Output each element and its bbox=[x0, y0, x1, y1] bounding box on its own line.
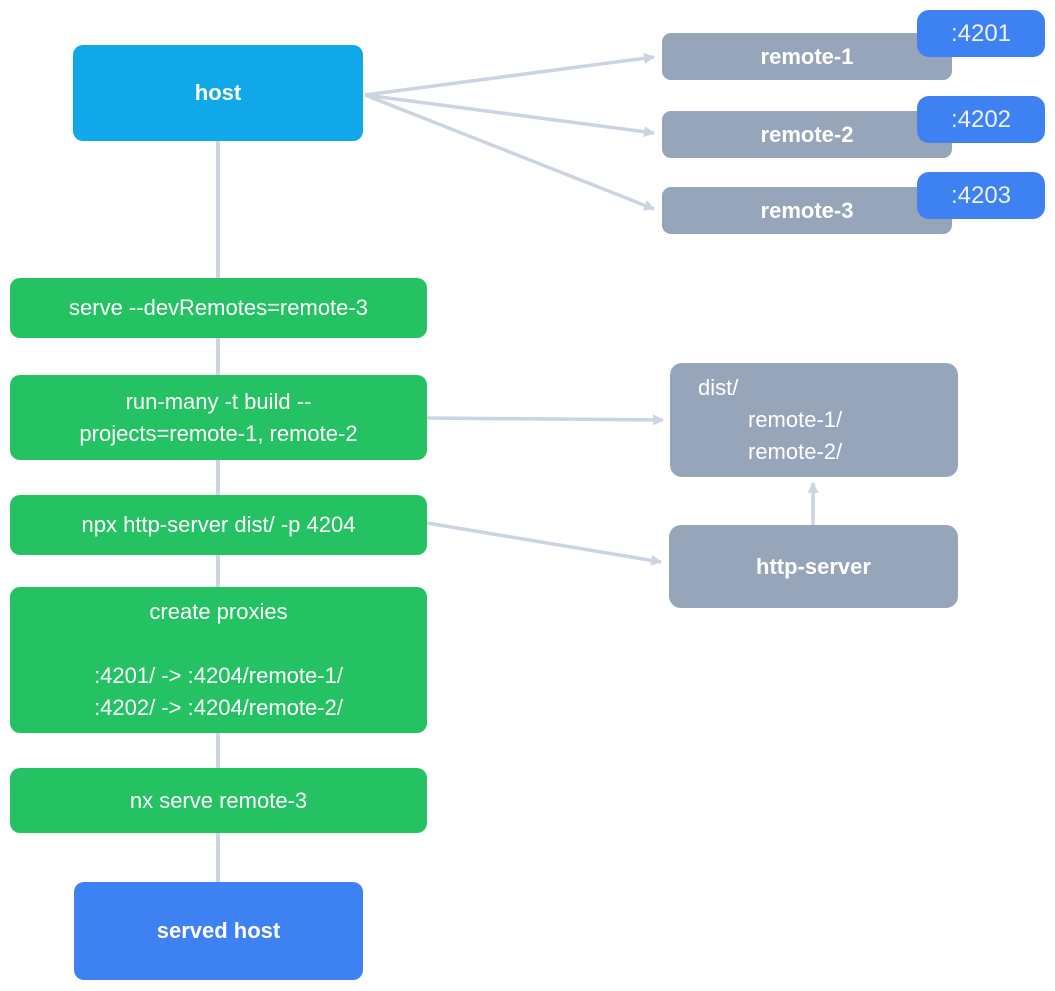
node-served-host: served host bbox=[74, 882, 363, 980]
node-remote-1: remote-1 bbox=[662, 33, 952, 80]
command-nx-serve-remote-3: nx serve remote-3 bbox=[10, 768, 427, 833]
port-badge-4203-label: :4203 bbox=[950, 181, 1012, 209]
command-create-proxies-title: create proxies bbox=[149, 599, 288, 624]
port-badge-4201-label: :4201 bbox=[950, 19, 1012, 47]
port-badge-4201: :4201 bbox=[917, 10, 1045, 57]
command-serve-devremotes-text: serve --devRemotes=remote-3 bbox=[69, 295, 368, 320]
dist-folder-remote-2: remote-2/ bbox=[748, 439, 843, 464]
node-host-label: host bbox=[194, 80, 242, 105]
node-remote-3-label: remote-3 bbox=[760, 197, 854, 223]
node-remote-1-label: remote-1 bbox=[760, 43, 854, 69]
node-remote-3: remote-3 bbox=[662, 187, 952, 234]
node-remote-2: remote-2 bbox=[662, 111, 952, 158]
command-npx-http-server-text: npx http-server dist/ -p 4204 bbox=[81, 512, 356, 537]
edge-npx-httpserver bbox=[426, 521, 663, 566]
command-create-proxies-map-2: :4202/ -> :4204/remote-2/ bbox=[94, 695, 343, 720]
node-dist-folder: dist/ remote-1/ remote-2/ bbox=[670, 363, 958, 477]
node-http-server-label: http-server bbox=[756, 553, 871, 579]
command-create-proxies-map-1: :4201/ -> :4204/remote-1/ bbox=[94, 663, 343, 688]
edge-host-remote-1 bbox=[364, 52, 656, 97]
command-npx-http-server: npx http-server dist/ -p 4204 bbox=[10, 495, 427, 555]
dist-folder-root: dist/ bbox=[698, 375, 739, 400]
edge-host-remote-3 bbox=[364, 93, 656, 211]
command-run-many-build: run-many -t build -- projects=remote-1, … bbox=[10, 375, 427, 460]
node-served-host-label: served host bbox=[156, 918, 281, 943]
command-run-many-build-line-1: run-many -t build -- bbox=[125, 388, 312, 414]
node-http-server: http-server bbox=[669, 525, 958, 608]
port-badge-4202: :4202 bbox=[917, 96, 1045, 143]
port-badge-4203: :4203 bbox=[917, 172, 1045, 219]
dist-folder-remote-1: remote-1/ bbox=[748, 407, 843, 432]
command-serve-devremotes: serve --devRemotes=remote-3 bbox=[10, 278, 427, 338]
edge-runmany-dist bbox=[426, 414, 665, 426]
node-remote-2-label: remote-2 bbox=[760, 121, 854, 147]
port-badge-4202-label: :4202 bbox=[950, 105, 1012, 133]
command-nx-serve-remote-3-text: nx serve remote-3 bbox=[129, 787, 308, 813]
command-create-proxies: create proxies :4201/ -> :4204/remote-1/… bbox=[10, 587, 427, 733]
command-run-many-build-line-2: projects=remote-1, remote-2 bbox=[79, 420, 358, 446]
node-host: host bbox=[73, 45, 363, 141]
edge-host-remote-2 bbox=[364, 93, 656, 138]
